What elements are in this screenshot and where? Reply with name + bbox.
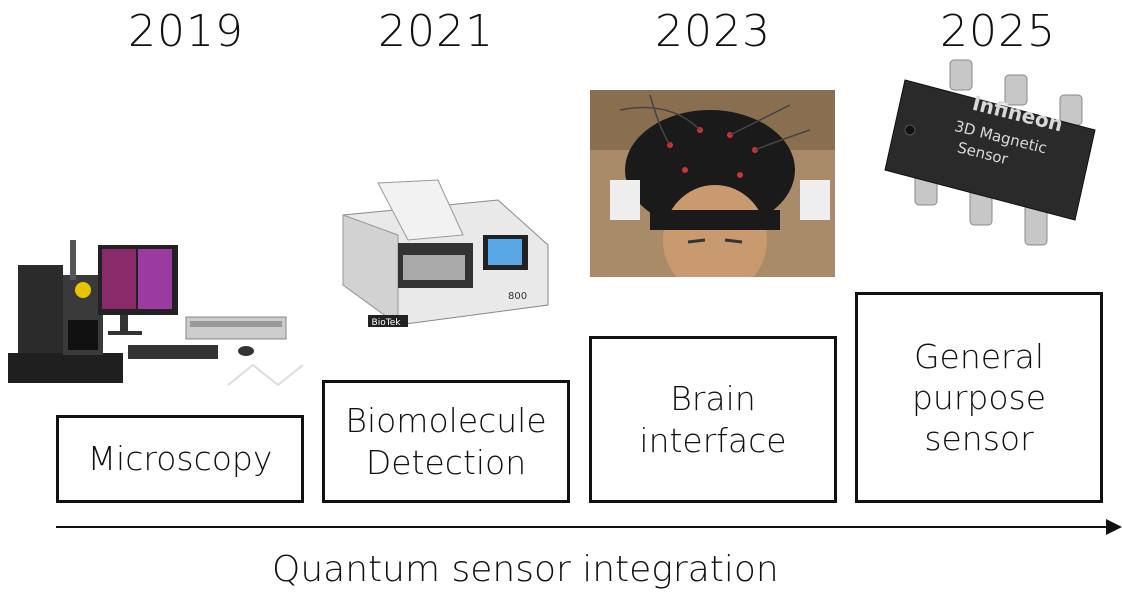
stage-box-microscopy: Microscopy — [56, 415, 304, 503]
reader-model-text: 800 — [508, 291, 527, 302]
microscope-workstation-image — [8, 240, 304, 387]
brain-interface-image — [590, 90, 835, 277]
sensor-chip-image: Infineon 3D Magnetic Sensor — [884, 59, 1096, 246]
reader-brand-text: BioTek — [372, 318, 402, 328]
axis-caption: Quantum sensor integration — [272, 549, 779, 590]
year-2023: 2023 — [655, 6, 771, 57]
year-2025: 2025 — [940, 6, 1056, 57]
stage-box-biomolecule-detection: Biomolecule Detection — [322, 380, 570, 503]
stage-box-general-purpose-sensor: General purpose sensor — [855, 292, 1103, 503]
stage-box-brain-interface: Brain interface — [589, 336, 837, 503]
year-2019: 2019 — [128, 6, 244, 57]
year-2021: 2021 — [378, 6, 494, 57]
plate-reader-image: BioTek 800 — [342, 179, 549, 328]
